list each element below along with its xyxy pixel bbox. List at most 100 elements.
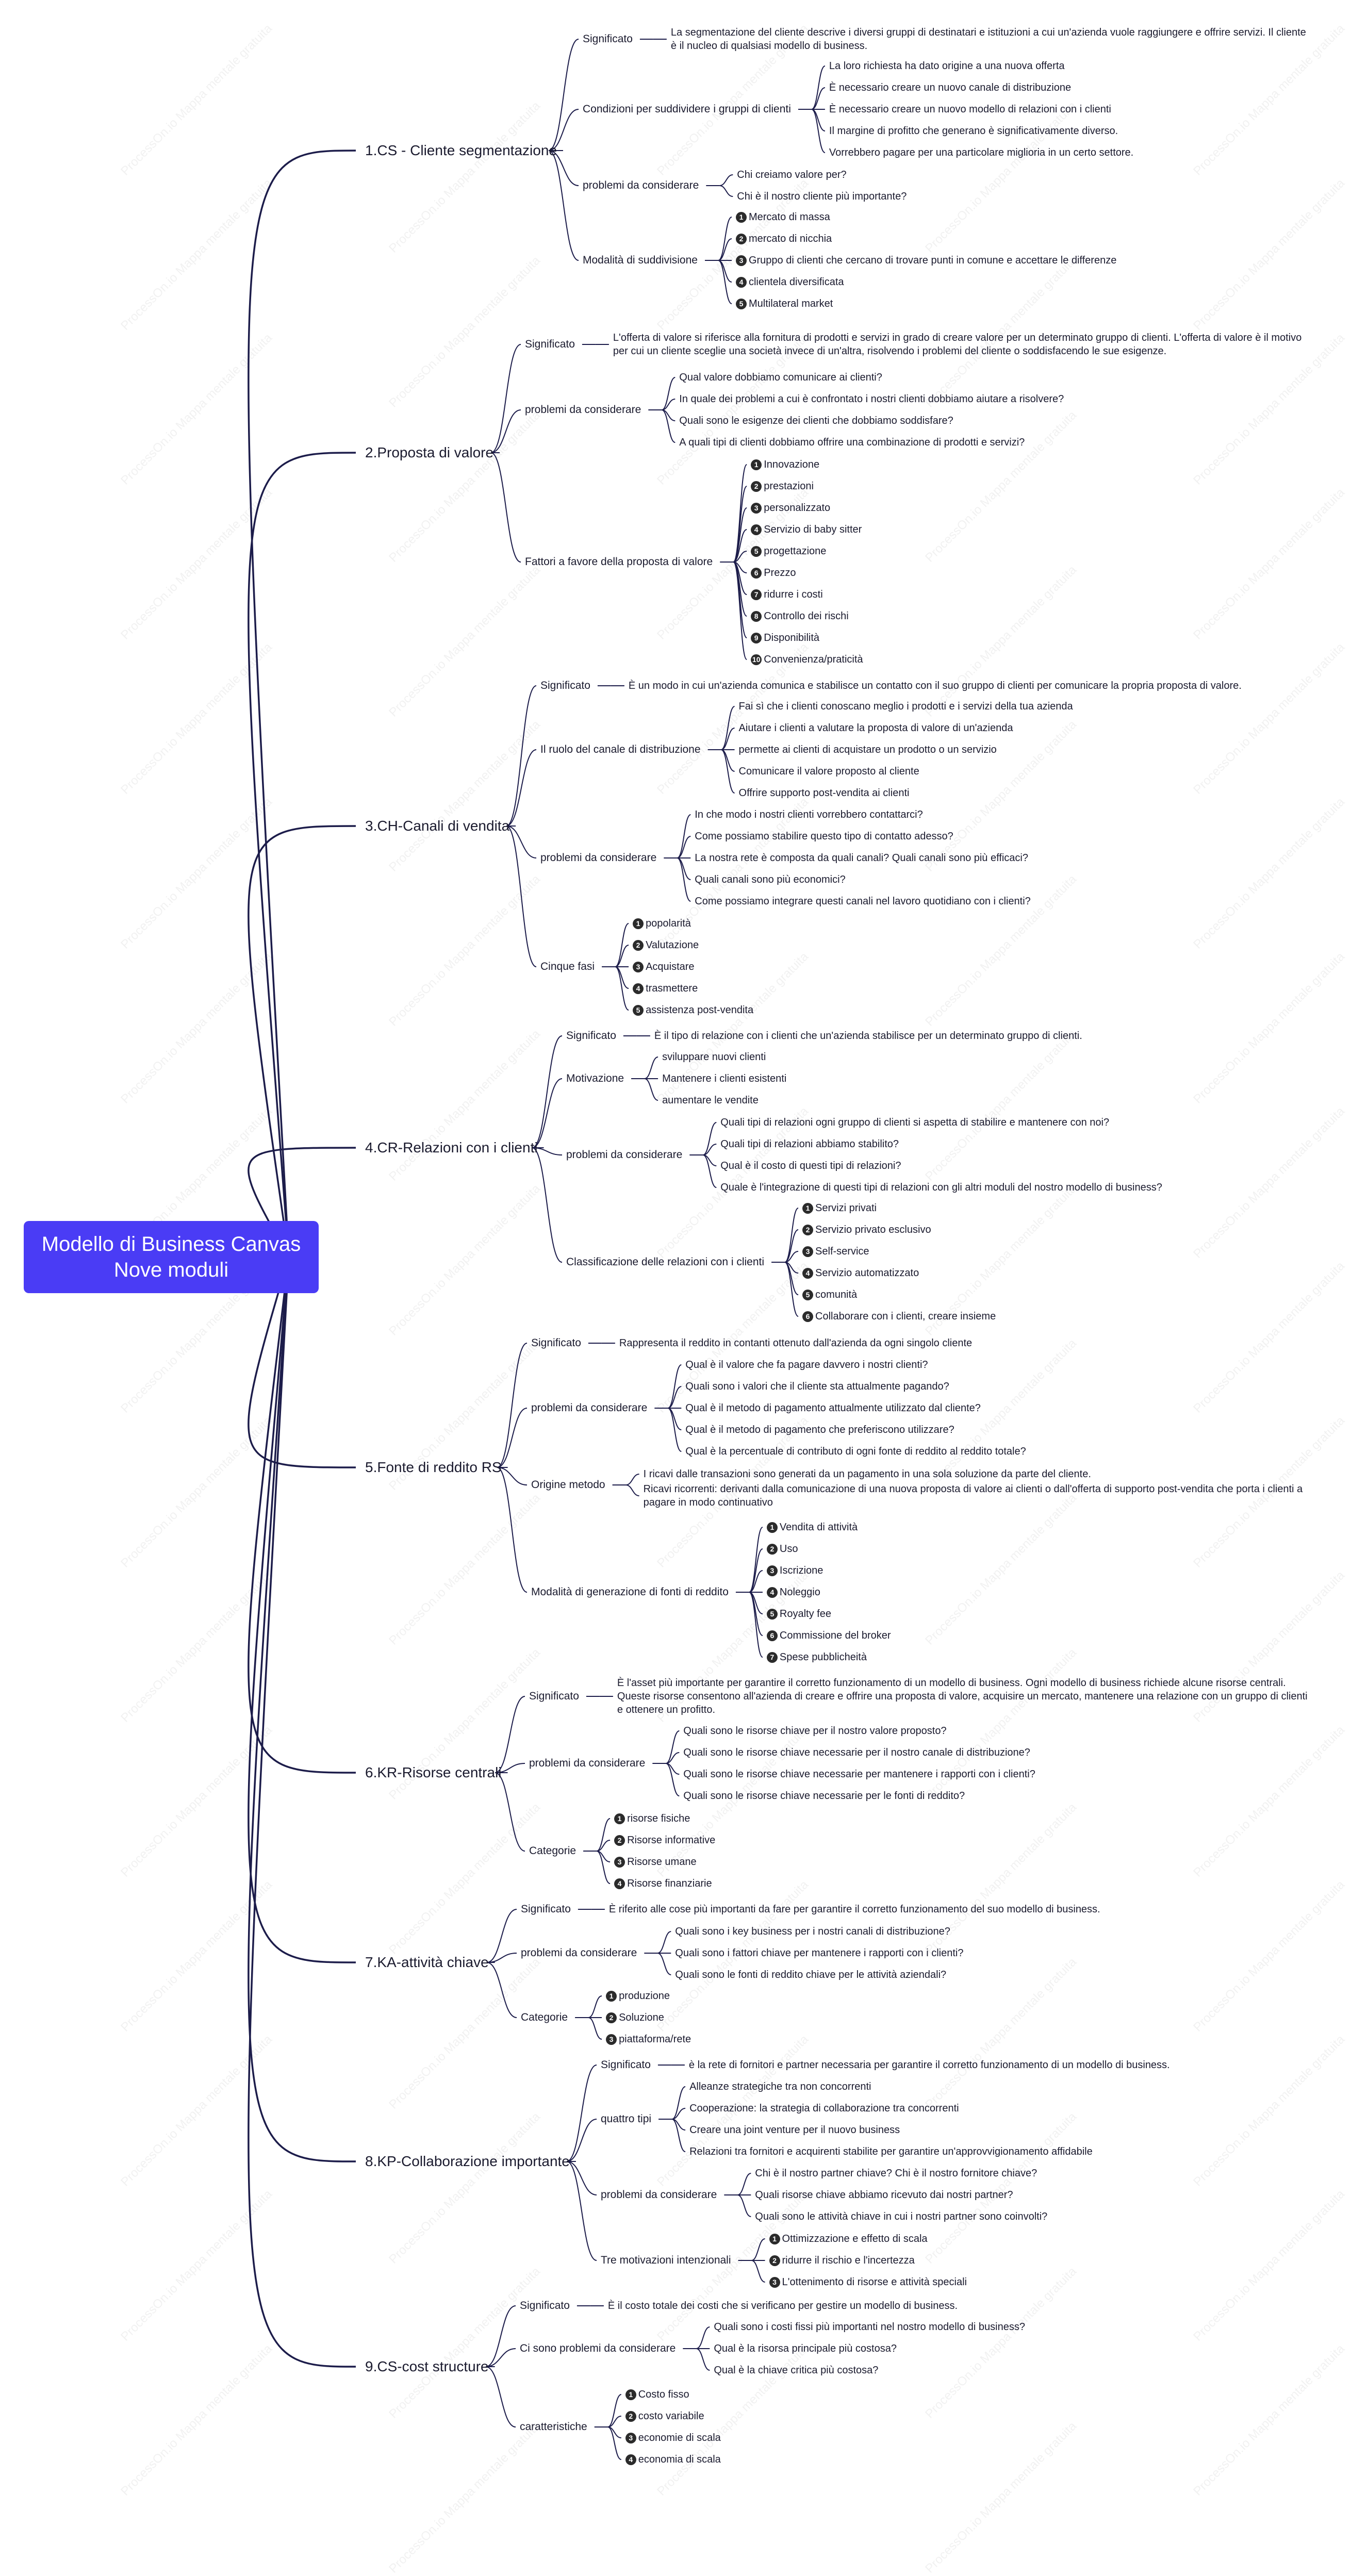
number-badge-icon: 2 — [769, 2255, 780, 2266]
child-8-1[interactable]: Significato — [601, 2058, 651, 2072]
number-badge-icon: 10 — [751, 654, 762, 665]
leaf-text: Iscrizione — [779, 1565, 824, 1576]
root-node[interactable]: Modello di Business Canvas Nove moduli — [24, 1221, 319, 1293]
child-1-1[interactable]: Significato — [583, 32, 633, 46]
leaf-text: Come possiamo integrare questi canali ne… — [695, 896, 1031, 907]
child-4-4[interactable]: Classificazione delle relazioni con i cl… — [566, 1256, 764, 1269]
branch-3[interactable]: 3.CH-Canali di vendita — [365, 817, 509, 835]
leaf-5-2-4: Qual è il metodo di pagamento che prefer… — [685, 1423, 954, 1436]
child-9-1[interactable]: Significato — [520, 2299, 570, 2313]
child-5-2[interactable]: problemi da considerare — [531, 1401, 647, 1415]
child-2-3[interactable]: Fattori a favore della proposta di valor… — [525, 555, 713, 569]
leaf-text: Rappresenta il reddito in contanti otten… — [619, 1337, 973, 1349]
child-4-2[interactable]: Motivazione — [566, 1072, 624, 1085]
branch-5[interactable]: 5.Fonte di reddito RS — [365, 1459, 502, 1476]
branch-2[interactable]: 2.Proposta di valore — [365, 444, 493, 461]
child-7-2[interactable]: problemi da considerare — [521, 1946, 637, 1960]
number-badge-icon: 2 — [802, 1225, 814, 1235]
leaf-text: Qual è la chiave critica più costosa? — [714, 2365, 879, 2376]
leaf-text: Fai sì che i clienti conoscano meglio i … — [738, 701, 1073, 712]
branch-6[interactable]: 6.KR-Risorse centrali — [365, 1764, 502, 1781]
leaf-text: Mantenere i clienti esistenti — [662, 1073, 787, 1084]
child-9-2[interactable]: Ci sono problemi da considerare — [520, 2342, 676, 2355]
child-6-2[interactable]: problemi da considerare — [529, 1757, 645, 1770]
leaf-text: Quali canali sono più economici? — [695, 874, 846, 885]
child-9-1-text: Significato — [520, 2300, 570, 2311]
leaf-text: piattaforma/rete — [619, 2034, 691, 2045]
leaf-2-2-1: Qual valore dobbiamo comunicare ai clien… — [679, 371, 882, 384]
branch-1[interactable]: 1.CS - Cliente segmentazione — [365, 142, 557, 159]
leaf-text: È necessario creare un nuovo canale di d… — [829, 82, 1072, 93]
child-8-4[interactable]: Tre motivazioni intenzionali — [601, 2254, 731, 2267]
child-7-1[interactable]: Significato — [521, 1903, 571, 1916]
leaf-4-3-4: Quale è l'integrazione di questi tipi di… — [720, 1181, 1162, 1194]
child-7-3[interactable]: Categorie — [521, 2011, 568, 2024]
child-2-2[interactable]: problemi da considerare — [525, 403, 641, 417]
leaf-3-2-2: Aiutare i clienti a valutare la proposta… — [739, 721, 1013, 735]
child-9-3[interactable]: caratteristiche — [520, 2420, 587, 2434]
child-1-2[interactable]: Condizioni per suddividere i gruppi di c… — [583, 103, 791, 116]
branch-8[interactable]: 8.KP-Collaborazione importante — [365, 2153, 570, 2170]
leaf-text: Creare una joint venture per il nuovo bu… — [689, 2124, 900, 2136]
leaf-text: personalizzato — [764, 502, 831, 514]
number-badge-icon: 2 — [633, 940, 644, 951]
leaf-8-2-1: Alleanze strategiche tra non concorrenti — [689, 2080, 871, 2093]
number-badge-icon: 4 — [766, 1587, 778, 1598]
branch-2-text: 2.Proposta di valore — [365, 444, 494, 460]
child-1-3[interactable]: problemi da considerare — [583, 179, 699, 192]
child-5-1[interactable]: Significato — [531, 1336, 581, 1350]
leaf-text: Chi è il nostro cliente più importante? — [737, 191, 907, 202]
child-3-1[interactable]: Significato — [540, 679, 590, 692]
leaf-text: Comunicare il valore proposto al cliente — [738, 766, 919, 777]
leaf-2-2-3: Quali sono le esigenze dei clienti che d… — [679, 414, 953, 427]
number-badge-icon: 5 — [751, 546, 762, 557]
leaf-text: progettazione — [764, 546, 827, 557]
child-5-4[interactable]: Modalità di generazione di fonti di redd… — [531, 1586, 729, 1599]
child-2-1[interactable]: Significato — [525, 338, 575, 351]
branch-4[interactable]: 4.CR-Relazioni con i clienti — [365, 1139, 538, 1157]
leaf-text: La loro richiesta ha dato origine a una … — [829, 60, 1065, 72]
child-4-3[interactable]: problemi da considerare — [566, 1148, 682, 1162]
child-4-1[interactable]: Significato — [566, 1029, 616, 1043]
leaf-text: Quali sono le risorse chiave per il nost… — [683, 1725, 947, 1737]
branch-7[interactable]: 7.KA-attività chiave — [365, 1954, 489, 1971]
leaf-text: Vorrebbero pagare per una particolare mi… — [829, 147, 1134, 158]
child-3-2[interactable]: Il ruolo del canale di distribuzione — [540, 743, 701, 756]
leaf-4-3-3: Qual è il costo di questi tipi di relazi… — [720, 1159, 901, 1173]
child-1-4[interactable]: Modalità di suddivisione — [583, 254, 698, 267]
child-8-3[interactable]: problemi da considerare — [601, 2188, 717, 2202]
leaf-text: Multilateral market — [748, 298, 833, 309]
branch-9[interactable]: 9.CS-cost structure — [365, 2358, 489, 2375]
leaf-text: economie di scala — [638, 2432, 721, 2443]
child-6-3[interactable]: Categorie — [529, 1844, 576, 1858]
leaf-text: È il tipo di relazione con i clienti che… — [654, 1030, 1082, 1042]
leaf-5-2-3: Qual è il metodo di pagamento attualment… — [685, 1401, 981, 1415]
leaf-text: Servizi privati — [815, 1202, 877, 1214]
child-6-1[interactable]: Significato — [529, 1690, 579, 1703]
root-subtitle: Nove moduli — [113, 1259, 229, 1281]
child-5-3[interactable]: Origine metodo — [531, 1478, 605, 1492]
leaf-3-2-3: permette ai clienti di acquistare un pro… — [739, 743, 997, 756]
child-8-1-text: Significato — [601, 2059, 651, 2071]
child-8-2[interactable]: quattro tipi — [601, 2112, 651, 2126]
child-3-4[interactable]: Cinque fasi — [540, 960, 595, 973]
leaf-1-2-3: È necessario creare un nuovo modello di … — [829, 103, 1111, 116]
leaf-text: Qual è la risorsa principale più costosa… — [714, 2343, 897, 2354]
child-3-3[interactable]: problemi da considerare — [540, 851, 656, 865]
leaf-6-2-3: Quali sono le risorse chiave necessarie … — [683, 1768, 1035, 1781]
number-badge-icon: 1 — [735, 212, 747, 223]
